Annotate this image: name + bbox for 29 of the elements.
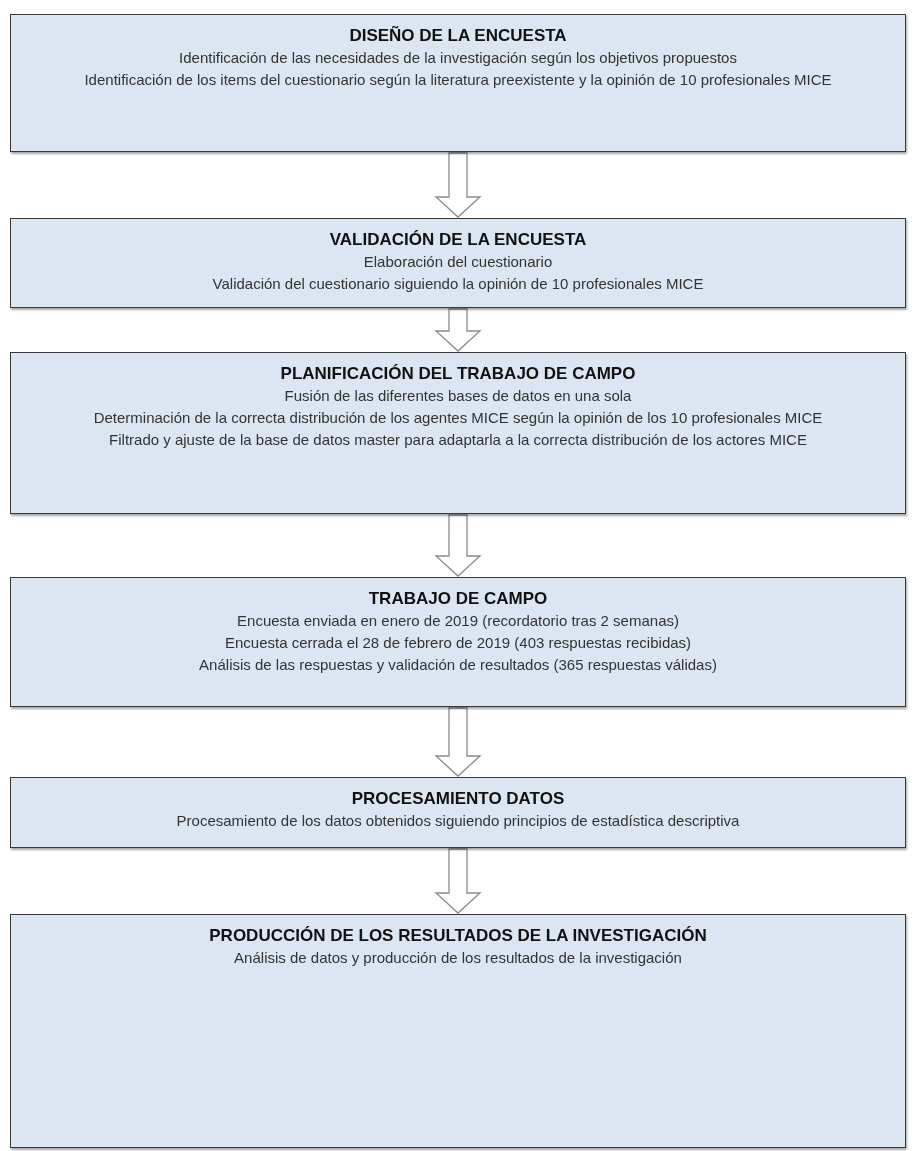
step-description: Encuesta enviada en enero de 2019 (recordatorio tras 2 semanas) (237, 611, 679, 631)
hollow-arrow (434, 707, 482, 777)
hollow-arrow (434, 152, 482, 218)
process-box (10, 218, 906, 308)
step-description: Determinación de la correcta distribución de los agentes MICE según la opinión de los 10 profesionales MICE (93, 408, 823, 428)
step-description: Análisis de datos y producción de los resultados de la investigación (234, 948, 682, 968)
hollow-arrow (434, 848, 482, 914)
step-description: Análisis de las respuestas y validación de resultados (365 respuestas válidas) (199, 655, 717, 675)
step-heading: VALIDACIÓN DE LA ENCUESTA (329, 229, 587, 251)
hollow-arrow (434, 514, 482, 577)
process-box (10, 577, 906, 707)
step-description: Validación del cuestionario siguiendo la opinión de 10 profesionales MICE (212, 274, 704, 294)
step-description: Identificación de los items del cuestionario según la literatura preexistente y la opinión de 10 profesionales MICE (84, 70, 832, 90)
step-description: Fusión de las diferentes bases de datos en una sola (284, 386, 632, 406)
process-box (10, 914, 906, 1148)
step-description: Identificación de las necesidades de la investigación según los objetivos propuestos (179, 48, 737, 68)
hollow-arrow (434, 308, 482, 352)
step-description: Elaboración del cuestionario (363, 252, 553, 272)
process-box (10, 777, 906, 848)
step-description: Filtrado y ajuste de la base de datos master para adaptarla a la correcta distribución de los actores MICE (109, 430, 807, 450)
step-description: Procesamiento de los datos obtenidos siguiendo principios de estadística descriptiva (176, 811, 740, 831)
process-box (10, 352, 906, 514)
step-heading: TRABAJO DE CAMPO (368, 588, 548, 610)
step-description: Encuesta cerrada el 28 de febrero de 2019 (403 respuestas recibidas) (224, 633, 692, 653)
process-box (10, 14, 906, 152)
step-heading: PRODUCCIÓN DE LOS RESULTADOS DE LA INVESTIGACIÓN (209, 925, 707, 947)
step-heading: DISEÑO DE LA ENCUESTA (349, 25, 567, 47)
step-heading: PROCESAMIENTO DATOS (351, 788, 565, 810)
step-heading: PLANIFICACIÓN DEL TRABAJO DE CAMPO (280, 363, 636, 385)
